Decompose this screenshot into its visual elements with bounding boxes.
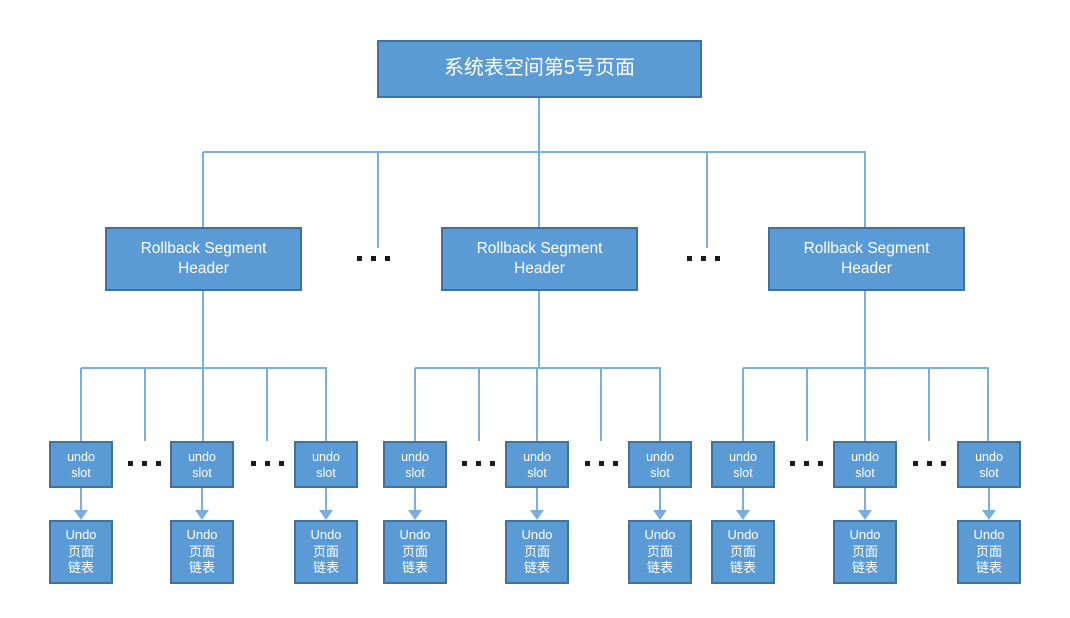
ellipsis-slot-3 bbox=[462, 461, 495, 466]
group-3-stem-connector bbox=[864, 291, 866, 369]
arrow-head-icon-5 bbox=[530, 510, 544, 520]
group-1-drop-5 bbox=[325, 368, 327, 441]
root-stem-connector bbox=[538, 98, 540, 153]
ellipsis-slot-2 bbox=[251, 461, 284, 466]
arrow-head-icon-4 bbox=[408, 510, 422, 520]
ellipsis-slot-5 bbox=[790, 461, 823, 466]
group-1-bus-connector bbox=[81, 367, 327, 369]
group-2-stem-connector bbox=[538, 291, 540, 369]
undo-page-list-7[interactable]: Undo 页面 链表 bbox=[711, 520, 775, 584]
arrow-head-icon-1 bbox=[74, 510, 88, 520]
undo-page-list-5[interactable]: Undo 页面 链表 bbox=[505, 520, 569, 584]
level1-drop-1 bbox=[202, 152, 204, 227]
undo-slot-6[interactable]: undo slot bbox=[628, 441, 692, 488]
undo-page-list-2[interactable]: Undo 页面 链表 bbox=[170, 520, 234, 584]
rollback-segment-header-2[interactable]: Rollback Segment Header bbox=[441, 227, 638, 291]
group-2-drop-4 bbox=[600, 368, 602, 441]
arrow-head-icon-9 bbox=[982, 510, 996, 520]
undo-page-list-1[interactable]: Undo 页面 链表 bbox=[49, 520, 113, 584]
arrow-head-icon-8 bbox=[858, 510, 872, 520]
slot-to-undolist-arrow-8 bbox=[864, 488, 866, 512]
slot-to-undolist-arrow-2 bbox=[201, 488, 203, 512]
undo-page-list-4[interactable]: Undo 页面 链表 bbox=[383, 520, 447, 584]
undo-page-list-9[interactable]: Undo 页面 链表 bbox=[957, 520, 1021, 584]
undo-page-list-3[interactable]: Undo 页面 链表 bbox=[294, 520, 358, 584]
ellipsis-slot-6 bbox=[913, 461, 946, 466]
arrow-head-icon-6 bbox=[653, 510, 667, 520]
group-2-drop-5 bbox=[659, 368, 661, 441]
group-3-bus-connector bbox=[743, 367, 989, 369]
group-1-stem-connector bbox=[202, 291, 204, 369]
undo-slot-2[interactable]: undo slot bbox=[170, 441, 234, 488]
rollback-segment-header-1[interactable]: Rollback Segment Header bbox=[105, 227, 302, 291]
root-page-box[interactable]: 系统表空间第5号页面 bbox=[377, 40, 702, 98]
group-1-drop-3 bbox=[202, 368, 204, 441]
undo-slot-4[interactable]: undo slot bbox=[383, 441, 447, 488]
level1-drop-2 bbox=[377, 152, 379, 248]
ellipsis-slot-4 bbox=[585, 461, 618, 466]
arrow-head-icon-3 bbox=[319, 510, 333, 520]
arrow-head-icon-2 bbox=[195, 510, 209, 520]
slot-to-undolist-arrow-7 bbox=[742, 488, 744, 512]
undo-slot-8[interactable]: undo slot bbox=[833, 441, 897, 488]
slot-to-undolist-arrow-5 bbox=[536, 488, 538, 512]
level1-drop-3 bbox=[538, 152, 540, 227]
arrow-head-icon-7 bbox=[736, 510, 750, 520]
group-1-drop-1 bbox=[80, 368, 82, 441]
slot-to-undolist-arrow-3 bbox=[325, 488, 327, 512]
group-3-drop-4 bbox=[928, 368, 930, 441]
group-3-drop-5 bbox=[987, 368, 989, 441]
slot-to-undolist-arrow-4 bbox=[414, 488, 416, 512]
group-1-drop-4 bbox=[266, 368, 268, 441]
level1-bus-connector bbox=[203, 151, 866, 153]
slot-to-undolist-arrow-1 bbox=[80, 488, 82, 512]
undo-slot-3[interactable]: undo slot bbox=[294, 441, 358, 488]
undo-page-list-6[interactable]: Undo 页面 链表 bbox=[628, 520, 692, 584]
group-3-drop-3 bbox=[864, 368, 866, 441]
undo-slot-7[interactable]: undo slot bbox=[711, 441, 775, 488]
slot-to-undolist-arrow-9 bbox=[988, 488, 990, 512]
undo-page-list-8[interactable]: Undo 页面 链表 bbox=[833, 520, 897, 584]
group-3-drop-2 bbox=[806, 368, 808, 441]
ellipsis-header-2 bbox=[687, 256, 720, 261]
ellipsis-slot-1 bbox=[128, 461, 161, 466]
group-2-drop-2 bbox=[478, 368, 480, 441]
undo-slot-1[interactable]: undo slot bbox=[49, 441, 113, 488]
group-3-drop-1 bbox=[742, 368, 744, 441]
group-2-drop-3 bbox=[536, 368, 538, 441]
undo-slot-9[interactable]: undo slot bbox=[957, 441, 1021, 488]
slot-to-undolist-arrow-6 bbox=[659, 488, 661, 512]
level1-drop-5 bbox=[864, 152, 866, 227]
group-1-drop-2 bbox=[144, 368, 146, 441]
group-2-bus-connector bbox=[415, 367, 661, 369]
group-2-drop-1 bbox=[414, 368, 416, 441]
undo-slot-5[interactable]: undo slot bbox=[505, 441, 569, 488]
level1-drop-4 bbox=[706, 152, 708, 248]
rollback-segment-header-3[interactable]: Rollback Segment Header bbox=[768, 227, 965, 291]
ellipsis-header-1 bbox=[357, 256, 390, 261]
